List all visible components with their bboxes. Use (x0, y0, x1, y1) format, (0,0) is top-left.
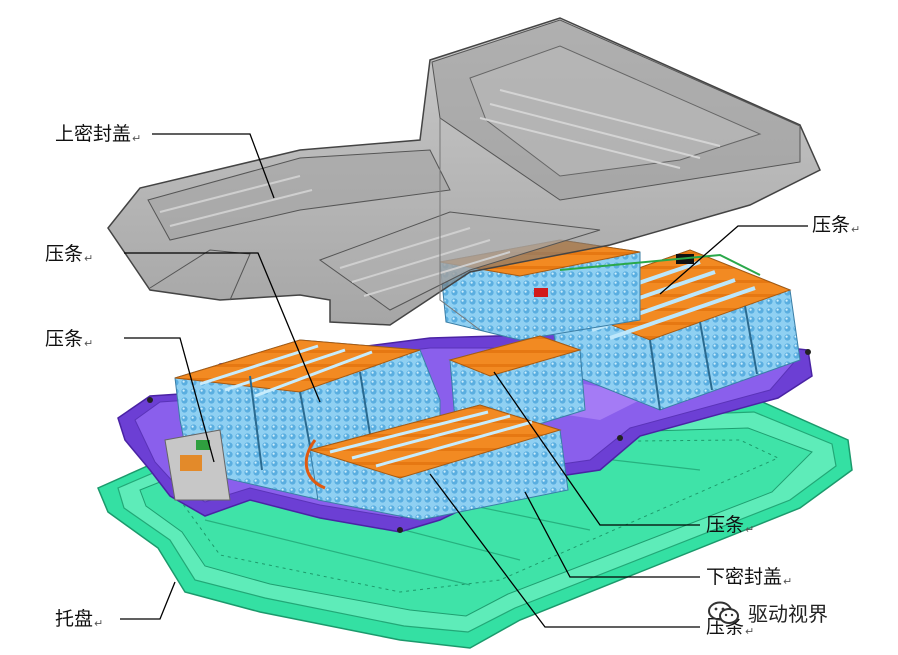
return-mark: ↵ (783, 575, 793, 588)
leader-upper-cover (152, 133, 275, 199)
leader-bar-left-1 (124, 252, 321, 403)
leader-bar-right-bottom (429, 473, 700, 628)
leader-bar-right-top (659, 225, 808, 295)
watermark: 驱动视界 (706, 598, 828, 627)
leader-tray (120, 581, 176, 620)
return-mark: ↵ (132, 132, 142, 145)
leader-bar-right-mid (493, 371, 700, 526)
label-bar-left-2: 压条↵ (45, 328, 94, 350)
leader-lower-cover (524, 491, 700, 578)
leader-bar-left-2 (124, 337, 215, 463)
label-tray: 托盘↵ (55, 608, 104, 630)
return-mark: ↵ (745, 523, 755, 536)
label-bar-right-top: 压条↵ (812, 214, 861, 236)
watermark-text: 驱动视界 (748, 602, 828, 626)
label-upper-cover: 上密封盖↵ (55, 123, 142, 145)
battery-modules (164, 239, 801, 521)
label-bar-right-bottom: 压条↵ (706, 616, 755, 638)
upper-cover (107, 17, 821, 331)
return-mark: ↵ (745, 625, 755, 638)
label-lower-cover: 下密封盖↵ (706, 566, 793, 588)
wechat-icon (708, 601, 739, 624)
return-mark: ↵ (94, 617, 104, 630)
return-mark: ↵ (84, 252, 94, 265)
return-mark: ↵ (851, 223, 861, 236)
leader-lines (120, 133, 808, 628)
label-bar-right-mid: 压条↵ (706, 514, 755, 536)
return-mark: ↵ (84, 337, 94, 350)
label-bar-left-1: 压条↵ (45, 243, 94, 265)
